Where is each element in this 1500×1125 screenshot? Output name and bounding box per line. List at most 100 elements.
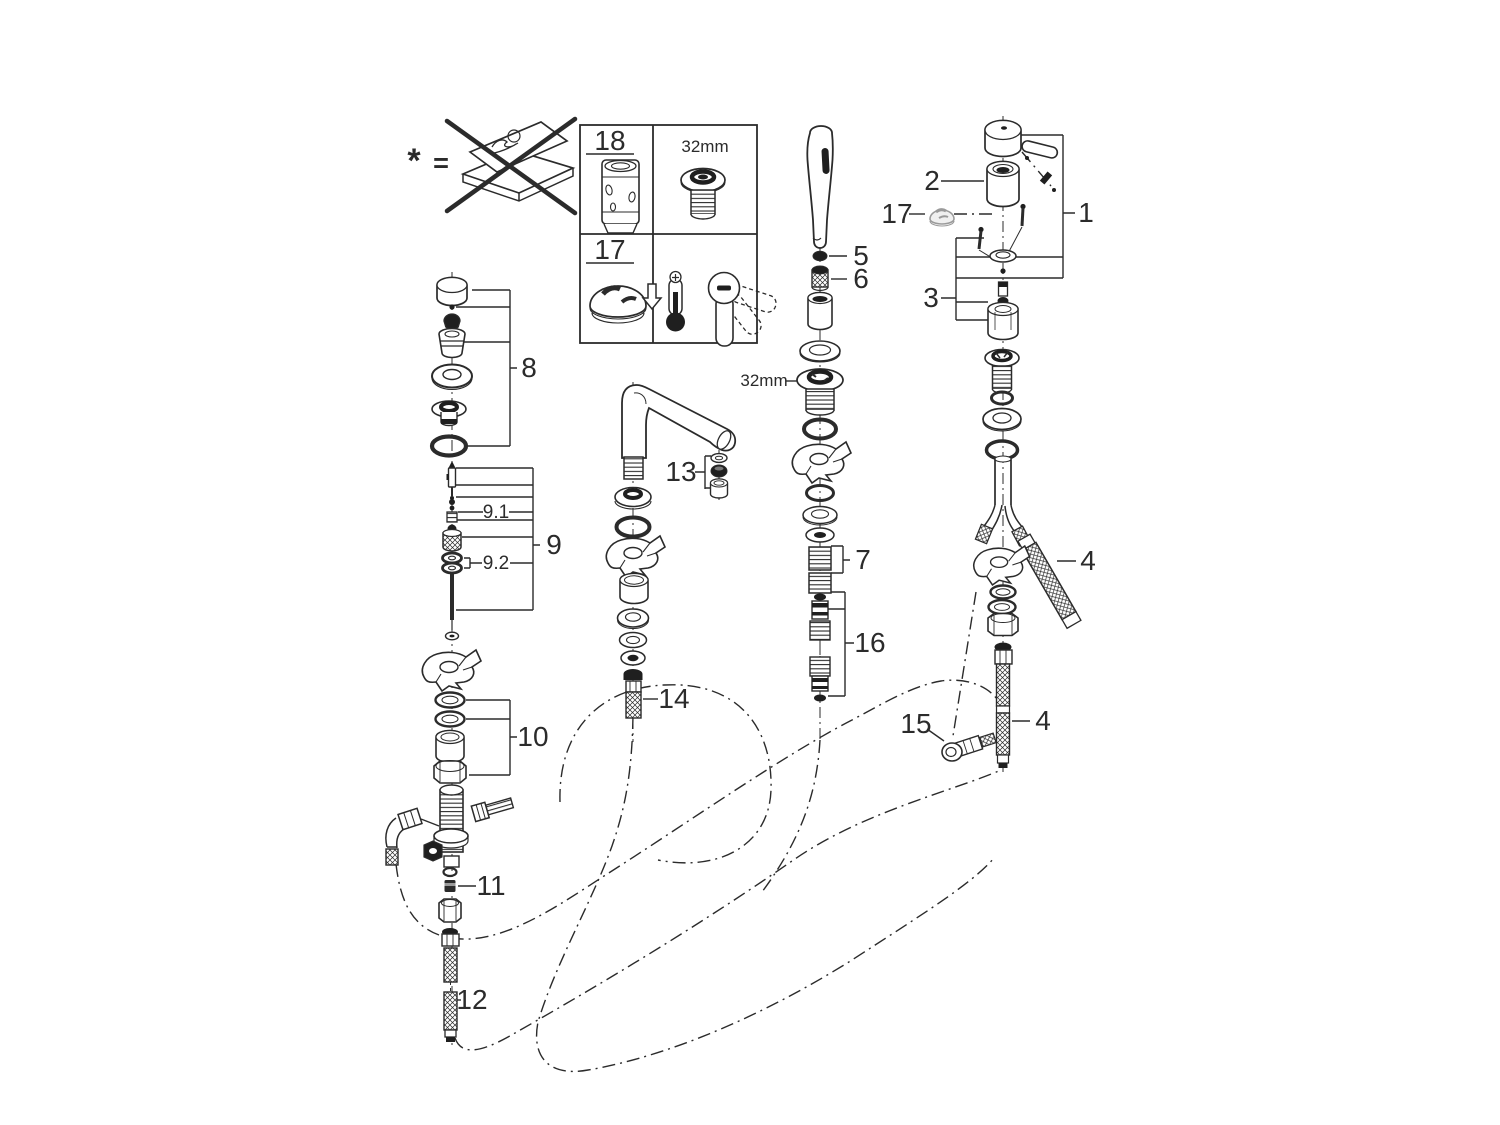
bracket-3: [941, 237, 998, 321]
part-16-stack: [809, 593, 831, 702]
part-label-4-upper: 4: [1080, 545, 1096, 576]
bracket-7: [831, 545, 850, 574]
o-ring-small: [990, 390, 1014, 406]
part-label-12: 12: [456, 984, 487, 1015]
part-label-8: 8: [521, 352, 537, 383]
spring-sleeve: [446, 511, 458, 523]
faucet-body-group: [929, 119, 1082, 630]
diagram-label-32mm: 32mm: [740, 371, 787, 390]
small-o-ring: [442, 866, 458, 878]
thermometer-icon: [666, 270, 685, 332]
part-label-5: 5: [853, 240, 869, 271]
part-label-10: 10: [517, 721, 548, 752]
setscrew-dot-a: [1025, 156, 1029, 160]
part-label-15: 15: [900, 708, 931, 739]
part-label-9: 9: [546, 529, 562, 560]
part-label-1: 1: [1078, 197, 1094, 228]
coupling-nut: [438, 898, 462, 923]
legend-label-18: 18: [594, 125, 625, 156]
part-label-13: 13: [665, 456, 696, 487]
bracket-1: [956, 134, 1075, 279]
part-label-3: 3: [923, 282, 939, 313]
l-spout-tube: [621, 384, 737, 459]
foam-gasket-middle: [605, 535, 666, 578]
part-label-9-2: 9.2: [483, 553, 509, 574]
spring-7b: [808, 572, 832, 594]
down-arrow-icon: [641, 283, 663, 311]
bracket-8: [456, 289, 517, 447]
filter-insert-6: [811, 265, 829, 292]
part-label-16: 16: [854, 627, 885, 658]
foam-gasket-right: [973, 545, 1031, 586]
legend-label-17: 17: [594, 234, 625, 265]
legend-label-32mm: 32mm: [681, 137, 728, 156]
o-ring-5: [812, 250, 828, 262]
handle-skirt-2: [986, 160, 1020, 208]
setscrew-dot-b: [1052, 188, 1056, 192]
part-label-17: 17: [881, 198, 912, 229]
screw-dot: [449, 304, 455, 310]
spout-hose-curve: [536, 715, 995, 1072]
part-label-9-1: 9.1: [483, 502, 509, 523]
small-dot: [1000, 268, 1006, 274]
small-seal: [449, 499, 455, 505]
shower-hose-curve: [761, 739, 821, 893]
footnote-group: [444, 116, 578, 216]
part-8-group: [429, 276, 473, 458]
o-ring-a: [802, 417, 838, 441]
dome-cap-icon: [589, 285, 647, 324]
hose-4-diagonal: [1017, 533, 1082, 630]
mounting-nut: [987, 612, 1019, 637]
bracket-9-2: [464, 557, 533, 569]
hose-12: [441, 928, 460, 1042]
cartridge-sleeve-icon: [601, 159, 640, 234]
diverter-pin: [448, 461, 456, 468]
threaded-bushing-32mm: [796, 368, 844, 416]
bracket-10: [466, 699, 517, 776]
threaded-bushing-icon: [680, 167, 726, 220]
part-13-stack: [709, 452, 729, 499]
leader-15: [926, 728, 945, 742]
hose-4-vertical: [994, 642, 1013, 768]
hose-14: [623, 669, 643, 719]
part-label-4-lower: 4: [1035, 705, 1051, 736]
spout-group: [614, 384, 737, 539]
part-10-group: [433, 691, 467, 784]
part-label-7: 7: [855, 544, 871, 575]
tee-connector-group: [385, 784, 515, 1042]
footnote-asterisk: *: [407, 142, 421, 180]
part-label-14: 14: [658, 683, 689, 714]
spout-o-ring: [614, 515, 652, 539]
part-9-group: [441, 461, 463, 641]
spring-7a: [808, 546, 832, 571]
o-ring-b: [805, 484, 835, 502]
part-label-6: 6: [853, 263, 869, 294]
lever-handle-icon: [707, 271, 777, 347]
shower-wand-group: [796, 125, 844, 441]
shower-mounting-group: [802, 484, 838, 702]
set-screw: [1039, 171, 1053, 185]
spout-threads: [623, 456, 644, 480]
foam-gasket-left: [421, 649, 482, 692]
spout-mounting-group: [616, 452, 729, 719]
bracket-9: [455, 467, 540, 611]
labels-layer: * = 18 32mm 17 8 9 9.1 9.2 10 11 12 13 1…: [407, 125, 1095, 1015]
left-elbow-fitting: [385, 807, 440, 866]
footnote-equals: =: [433, 148, 449, 178]
valve-knob: [443, 313, 461, 330]
dome-cap-17-grayed: [929, 208, 955, 227]
lever-handle: [984, 119, 1059, 159]
o-ring: [429, 434, 469, 458]
elbow-fitting-15: [941, 732, 997, 762]
part-label-2: 2: [924, 165, 940, 196]
part-label-11: 11: [476, 870, 505, 901]
brackets-and-leaders: [455, 134, 1076, 1001]
crossed-out-packaging-box-icon: [444, 116, 578, 216]
cartridge-flange: [984, 348, 1020, 394]
body-mounting-group: [941, 584, 1019, 768]
right-bolt-fitting: [470, 797, 515, 823]
foam-gasket-shower: [791, 441, 852, 484]
bracket-13: [695, 455, 711, 489]
